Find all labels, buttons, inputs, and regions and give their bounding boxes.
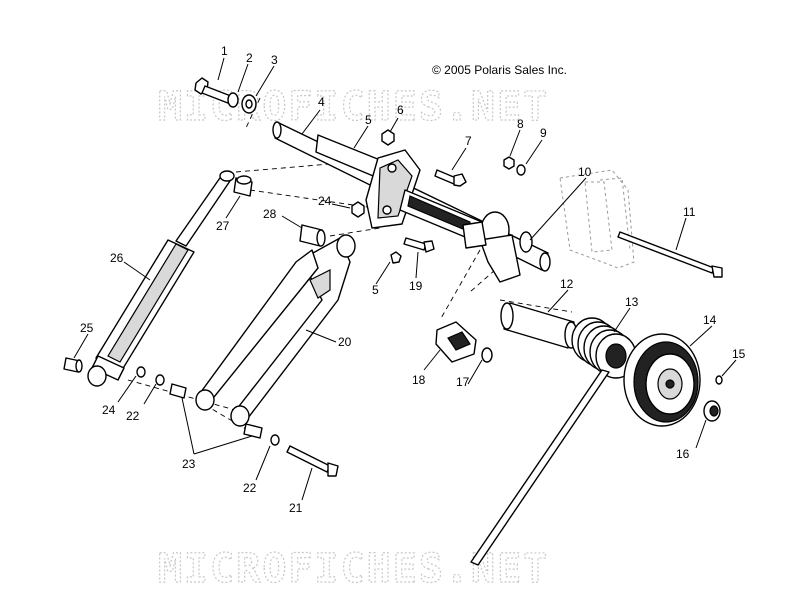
callout-26: 26	[110, 251, 124, 265]
part-3-washer	[241, 94, 257, 114]
part-22-washer-lower	[270, 434, 280, 446]
callout-13: 13	[625, 295, 639, 309]
part-23-bushings	[169, 383, 263, 439]
callout-21: 21	[289, 501, 303, 515]
callout-6: 6	[397, 103, 404, 117]
part-8-nut	[503, 156, 515, 170]
part-24-spacer-lower	[87, 365, 146, 387]
callout-12: 12	[560, 277, 574, 291]
callout-24a: 24	[318, 194, 332, 208]
part-16-bushing	[703, 400, 721, 422]
part-12-sleeve	[500, 302, 578, 349]
callout-5a: 5	[365, 113, 372, 127]
callout-5b: 5	[372, 283, 379, 297]
callout-1: 1	[221, 44, 228, 58]
callout-22a: 22	[126, 409, 140, 423]
callout-18: 18	[412, 373, 426, 387]
part-28-bushing	[299, 224, 326, 247]
watermark-bottom: MICROFICHES.NET	[158, 546, 549, 592]
part-10-tube-end	[519, 231, 533, 253]
callouts: 1 2 3 4 5 6 7 8 9 10 11 12 13 14 15 16 1…	[80, 44, 746, 515]
part-21-bolt	[286, 445, 339, 477]
leader-lines	[73, 57, 737, 501]
callout-9: 9	[540, 126, 547, 140]
part-5-screw	[390, 251, 402, 264]
part-19-bolt	[403, 237, 435, 253]
part-22-washer-upper	[155, 374, 165, 386]
part-25-bushing	[63, 357, 83, 373]
copyright-text: © 2005 Polaris Sales Inc.	[432, 63, 567, 77]
callout-19: 19	[409, 279, 423, 293]
callout-3: 3	[271, 53, 278, 67]
watermark-top: MICROFICHES.NET	[158, 84, 549, 130]
part-7-bolt	[434, 169, 467, 187]
callout-11: 11	[683, 205, 696, 219]
callout-14: 14	[703, 313, 717, 327]
part-27-bushing	[233, 175, 253, 197]
callout-27: 27	[216, 219, 230, 233]
part-5-arm-assembly	[315, 134, 521, 283]
callout-20: 20	[338, 335, 352, 349]
callout-8: 8	[517, 117, 524, 131]
part-11-long-bolt	[617, 231, 723, 278]
callout-2: 2	[246, 51, 253, 65]
part-14-wheel	[623, 333, 701, 427]
callout-24b: 24	[102, 403, 116, 417]
callout-25: 25	[80, 321, 94, 335]
part-6-nut	[381, 129, 395, 146]
callout-23: 23	[182, 457, 196, 471]
callout-16: 16	[676, 447, 690, 461]
callout-17: 17	[456, 375, 470, 389]
part-24-nut-upper	[351, 201, 365, 218]
callout-10: 10	[578, 165, 592, 179]
part-17-ring	[481, 347, 493, 363]
part-26-shock	[91, 170, 235, 381]
callout-4: 4	[318, 95, 325, 109]
part-2-washer	[227, 92, 239, 108]
part-15-washer	[715, 375, 723, 385]
callout-28: 28	[263, 207, 277, 221]
part-9-washer	[516, 164, 526, 176]
ghost-rail-bracket	[559, 169, 635, 269]
callout-7: 7	[465, 134, 472, 148]
part-18-block	[435, 321, 477, 363]
part-20-control-arm	[195, 234, 356, 427]
part-13-torsion-spring	[470, 317, 637, 566]
callout-15: 15	[732, 347, 746, 361]
callout-22b: 22	[243, 481, 257, 495]
